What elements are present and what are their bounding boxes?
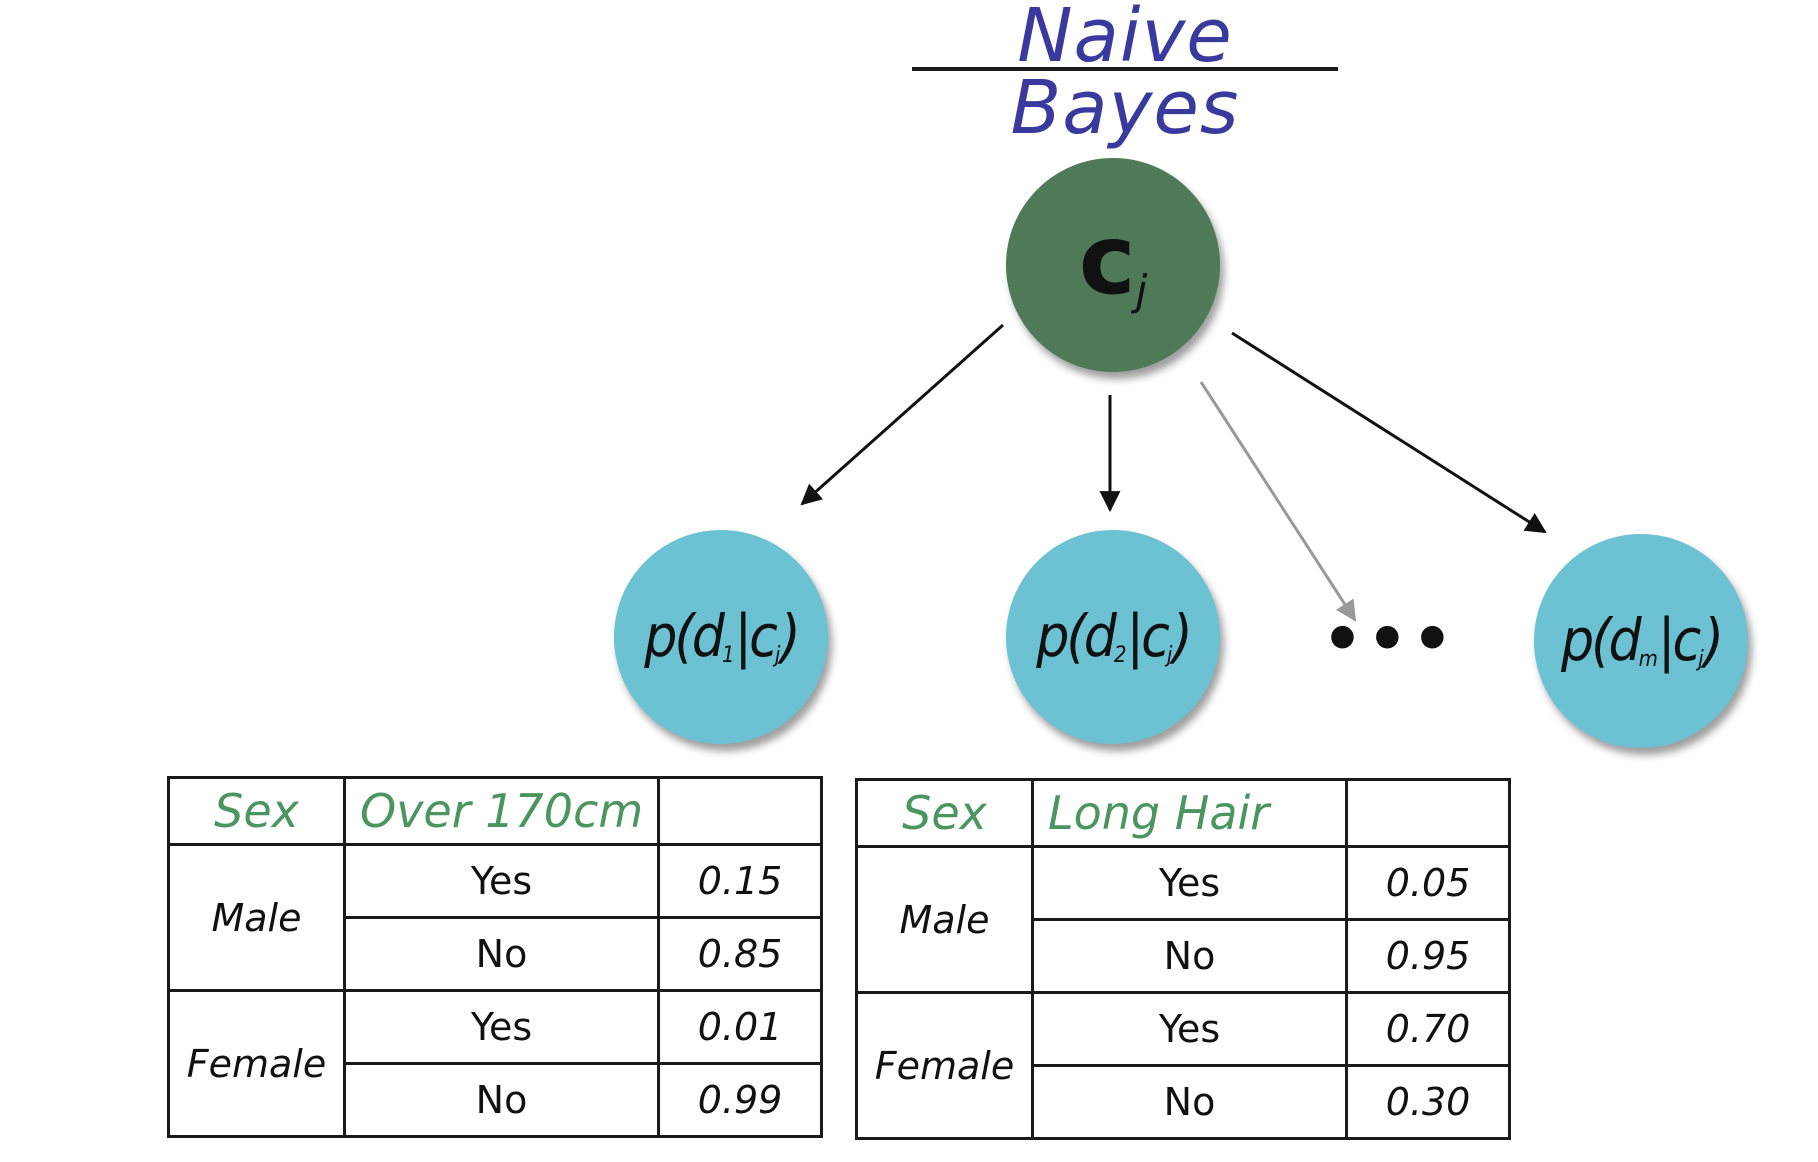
- header-sex: Sex: [855, 778, 1034, 848]
- header-sex: Sex: [167, 776, 346, 846]
- feature-node-1: p(d1|cj): [614, 530, 828, 744]
- group-male: Male: [167, 843, 346, 992]
- header-feature: Long Hair: [1031, 778, 1348, 848]
- answer-cell: No: [1031, 1064, 1348, 1140]
- header-probability: [1345, 778, 1511, 848]
- class-node: cj: [1006, 158, 1220, 372]
- feature-node-1-label: p(d1|cj): [644, 602, 800, 670]
- edge-to-ellipsis: [1199, 381, 1357, 622]
- header-feature: Over 170cm: [343, 776, 660, 846]
- group-female: Female: [167, 989, 346, 1138]
- cpt-table-hair: Sex Long Hair Male Yes 0.05 No 0.95 Fema…: [855, 778, 1511, 1140]
- answer-cell: No: [343, 916, 660, 992]
- feature-node-m: p(dm|cj): [1534, 534, 1748, 748]
- probability-cell: 0.99: [657, 1062, 823, 1138]
- ellipsis: •••: [1322, 603, 1457, 677]
- probability-cell: 0.30: [1345, 1064, 1511, 1140]
- answer-cell: Yes: [1031, 991, 1348, 1067]
- probability-cell: 0.85: [657, 916, 823, 992]
- answer-cell: Yes: [343, 989, 660, 1065]
- edge-to-feature-1: [800, 323, 1004, 506]
- diagram-title: Naive Bayes: [1010, 0, 1240, 151]
- edge-to-feature-m: [1231, 331, 1547, 534]
- probability-cell: 0.95: [1345, 918, 1511, 994]
- answer-cell: Yes: [343, 843, 660, 919]
- feature-node-m-label: p(dm|cj): [1560, 606, 1724, 674]
- title-underline: [912, 67, 1338, 71]
- feature-node-2: p(d2|cj): [1006, 530, 1220, 744]
- probability-cell: 0.05: [1345, 845, 1511, 921]
- group-male: Male: [855, 845, 1034, 994]
- answer-cell: Yes: [1031, 845, 1348, 921]
- cpt-table-height: Sex Over 170cm Male Yes 0.15 No 0.85 Fem…: [167, 776, 823, 1138]
- probability-cell: 0.01: [657, 989, 823, 1065]
- group-female: Female: [855, 991, 1034, 1140]
- feature-node-2-label: p(d2|cj): [1036, 602, 1192, 670]
- answer-cell: No: [1031, 918, 1348, 994]
- answer-cell: No: [343, 1062, 660, 1138]
- class-node-label: cj: [1078, 204, 1148, 316]
- probability-cell: 0.15: [657, 843, 823, 919]
- probability-cell: 0.70: [1345, 991, 1511, 1067]
- header-probability: [657, 776, 823, 846]
